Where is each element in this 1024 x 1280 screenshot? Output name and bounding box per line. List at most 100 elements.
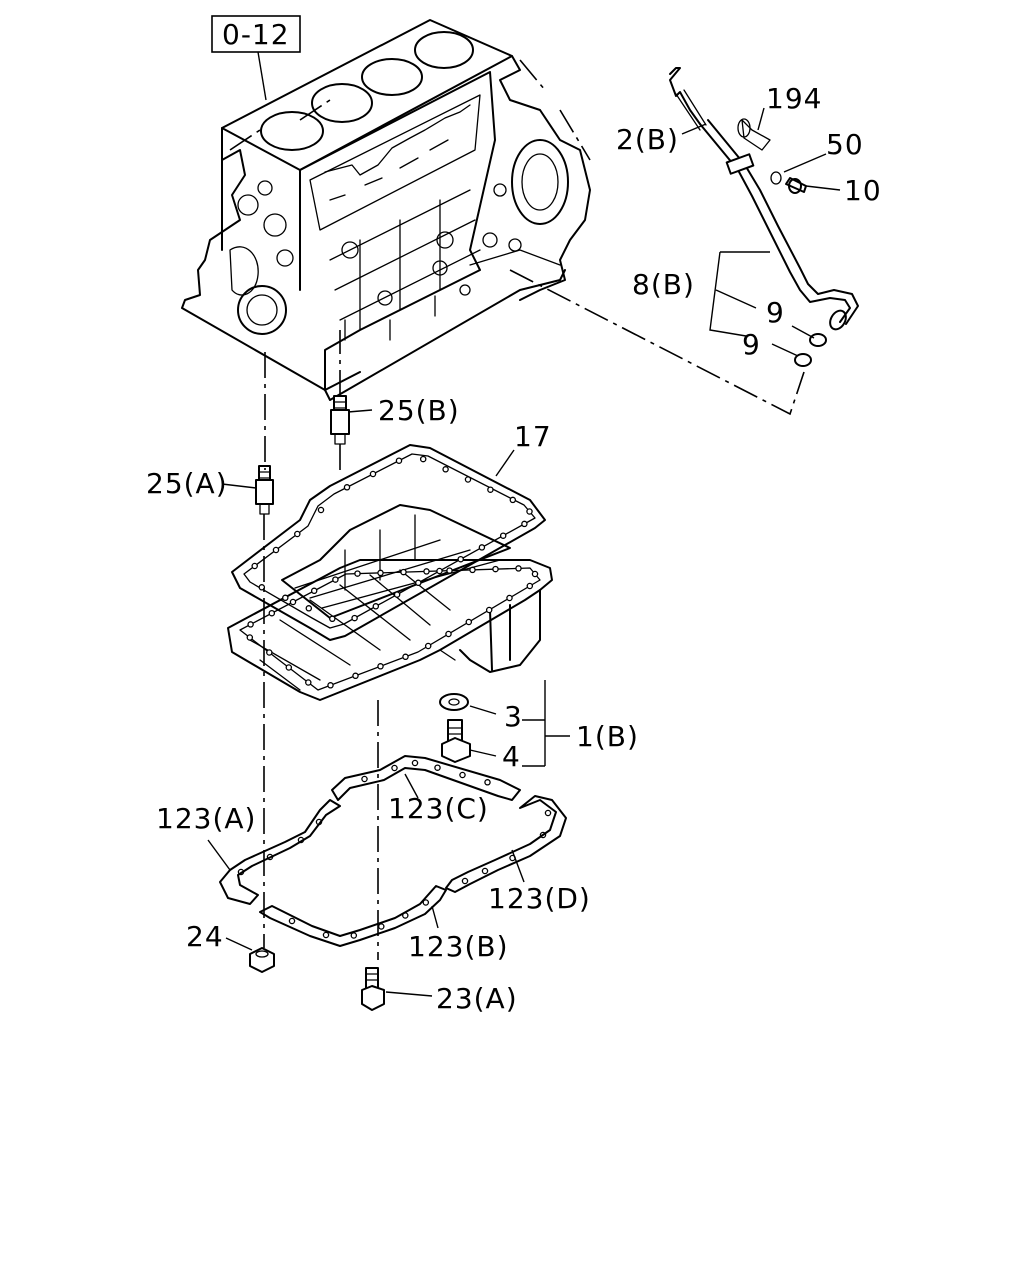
reference-box-leader [257,51,267,101]
centre-line [509,269,805,416]
bolt-hole [294,530,301,538]
bolt-hole [442,466,449,473]
bolt-hole [515,565,522,572]
bolt-hole [305,679,312,686]
label-4[interactable]: 4 [502,740,521,773]
bolt-hole [258,584,266,591]
bolt-hole [395,457,403,464]
bolt-hole [509,496,517,504]
stud-25b-icon [330,395,350,445]
label-123c[interactable]: 123(C) [388,792,489,825]
cylinder-block-icon [181,19,591,401]
bolt-hole [268,609,276,617]
label-194[interactable]: 194 [766,82,822,115]
label-1b[interactable]: 1(B) [576,720,639,753]
bolt-hole [351,614,358,622]
bolt-hole [327,682,334,689]
bolt-hole [266,649,273,656]
bolt-hole [484,779,491,786]
bolt-hole [419,455,427,463]
bolt-hole [377,569,384,577]
label-10[interactable]: 10 [844,174,882,207]
bolt-hole [526,508,533,515]
bolt-hole [457,555,464,563]
label-8b[interactable]: 8(B) [632,268,695,301]
washer-icon [439,693,469,711]
o-ring-icon [809,333,827,347]
bolt-hole [247,621,254,628]
bolt-hole [506,594,513,602]
bolt-hole [446,567,453,574]
bolt-hole [436,567,443,575]
bolt-hole [377,663,384,670]
bolt-hole [343,484,351,491]
label-50[interactable]: 50 [826,128,864,161]
label-17[interactable]: 17 [514,420,552,453]
label-9-lower[interactable]: 9 [742,328,761,361]
bolt-hole [402,653,409,661]
bolt-hole [310,587,318,595]
bolt-hole [531,570,539,578]
drain-plug-icon [441,719,471,763]
bolt-hole [400,568,407,576]
bolt-hole [354,570,361,577]
bolt-hole [288,917,296,925]
bolt-hole [350,932,358,939]
bolt-hole [434,764,441,771]
label-9-upper[interactable]: 9 [766,296,785,329]
bolt-hole [521,520,528,528]
bolt-hole [487,486,494,493]
label-23a[interactable]: 23(A) [436,982,518,1015]
bolt-hole [485,606,493,614]
o-ring-icon [794,353,812,367]
bolt-hole [481,867,489,875]
label-24[interactable]: 24 [186,920,224,953]
stud-25a-icon [255,465,274,515]
bolt-hole [492,565,499,573]
label-123b[interactable]: 123(B) [408,930,509,963]
stud-23a-icon [361,967,385,1011]
bolt-hole [478,544,486,551]
bolt-hole [465,618,473,626]
bolt-hole [285,664,293,671]
bolt-hole [251,562,258,570]
oil-pan-icon [227,559,553,701]
label-2b[interactable]: 2(B) [616,123,679,156]
bolt-hole [282,594,289,602]
bolt-hole [289,598,297,606]
label-123a[interactable]: 123(A) [156,802,256,835]
gasket-bolt-holes [237,455,552,939]
reference-box[interactable]: 0-12 [211,15,301,53]
bolt-hole [526,582,534,590]
bolt-hole [246,634,254,641]
bolt-hole [352,672,359,680]
label-25b[interactable]: 25(B) [378,394,460,427]
label-25a[interactable]: 25(A) [146,467,228,500]
label-3[interactable]: 3 [504,700,523,733]
bolt-hole [369,470,377,478]
bolt-hole [499,532,507,539]
bolt-hole [424,642,432,650]
label-123d[interactable]: 123(D) [488,882,591,915]
bolt-hole [469,566,476,574]
reference-box-label: 0-12 [222,18,290,51]
nut-24-icon [249,947,275,973]
leader-lines [207,107,841,997]
bolt-hole [378,923,385,930]
bolt-hole [461,877,469,885]
bolt-hole [393,591,401,598]
bolt-hole [322,931,330,939]
bolt-hole [415,579,422,587]
bolt-hole [361,775,368,783]
bolt-hole [422,899,430,906]
bolt-hole [391,764,398,772]
reference-box-frame [211,15,301,53]
bolt-hole [372,603,380,610]
bolt-hole [317,506,325,514]
bolt-hole [544,809,552,817]
bolt-hole [329,615,336,623]
bolt-hole [423,568,430,575]
bolt-hole [459,771,466,779]
bolt-hole [332,576,339,583]
